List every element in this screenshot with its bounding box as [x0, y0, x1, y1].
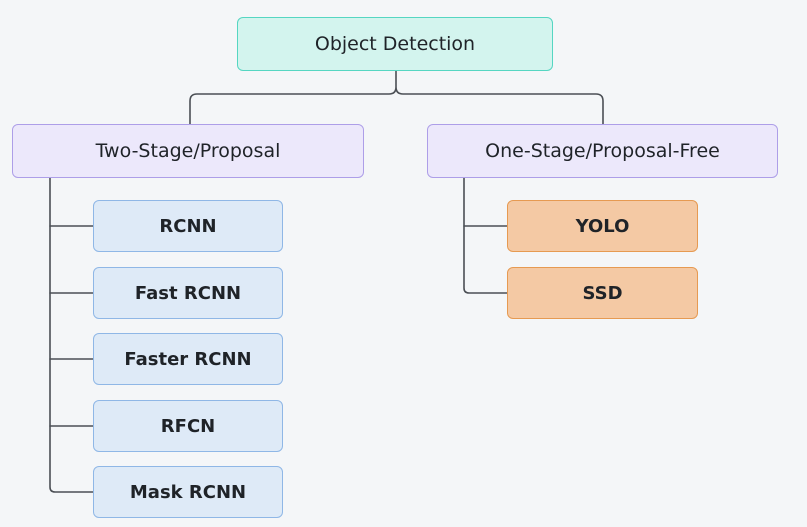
- leaf-node-label: SSD: [582, 282, 623, 304]
- leaf-node-fast-rcnn: Fast RCNN: [93, 267, 283, 319]
- leaf-node-label: RFCN: [160, 415, 216, 437]
- branch-node-one-stage: One-Stage/Proposal-Free: [427, 124, 778, 178]
- leaf-node-mask-rcnn: Mask RCNN: [93, 466, 283, 518]
- branch-node-two-stage: Two-Stage/Proposal: [12, 124, 364, 178]
- leaf-node-ssd: SSD: [507, 267, 698, 319]
- connector-root-to-branches: [189, 70, 604, 125]
- connector-one-stage-trunk: [463, 177, 508, 294]
- leaf-node-label: Faster RCNN: [124, 348, 252, 370]
- leaf-node-yolo: YOLO: [507, 200, 698, 252]
- leaf-node-label: YOLO: [575, 215, 630, 237]
- leaf-node-label: Fast RCNN: [134, 282, 242, 304]
- leaf-node-rcnn: RCNN: [93, 200, 283, 252]
- connector-two-stage-trunk: [49, 177, 94, 493]
- leaf-node-label: RCNN: [159, 215, 217, 237]
- leaf-node-faster-rcnn: Faster RCNN: [93, 333, 283, 385]
- root-node-label: Object Detection: [314, 33, 476, 55]
- branch-node-label: One-Stage/Proposal-Free: [485, 140, 720, 162]
- root-node-object-detection: Object Detection: [237, 17, 553, 71]
- leaf-node-label: Mask RCNN: [129, 481, 247, 503]
- branch-node-label: Two-Stage/Proposal: [95, 140, 281, 162]
- leaf-node-rfcn: RFCN: [93, 400, 283, 452]
